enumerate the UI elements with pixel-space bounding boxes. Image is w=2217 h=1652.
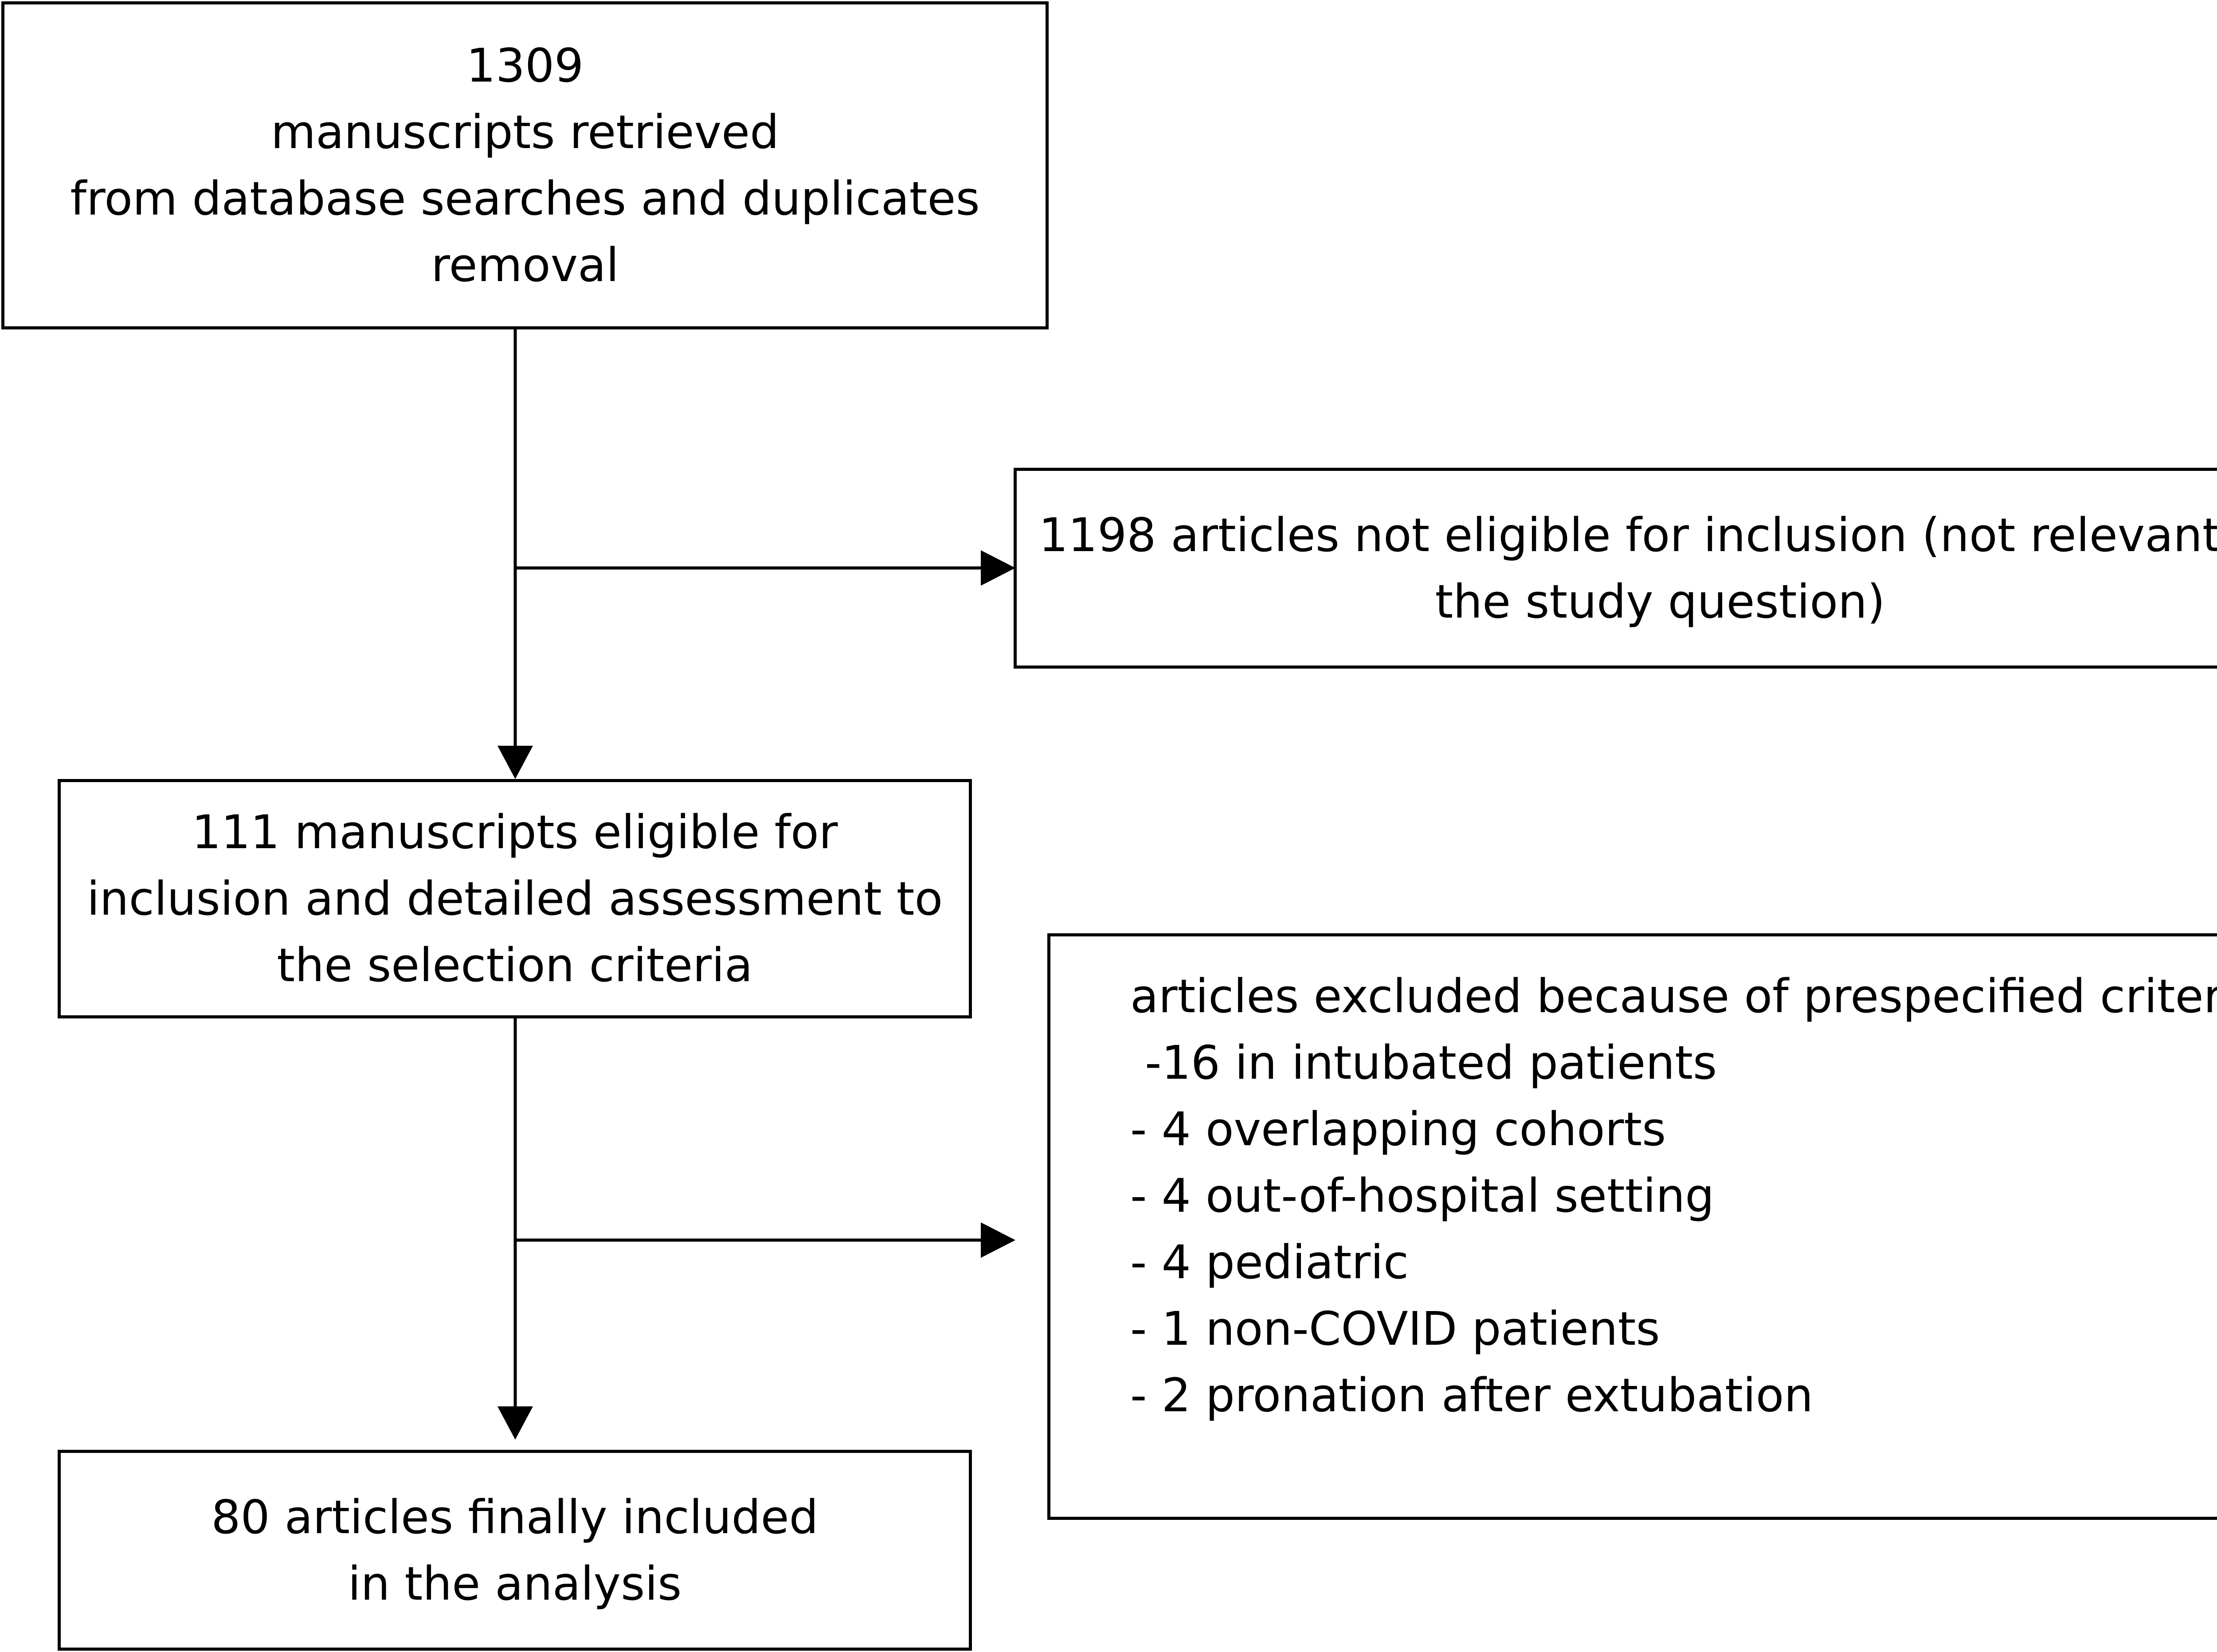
eligible-line-1: 111 manuscripts eligible for <box>192 805 838 859</box>
eligible-line-3: the selection criteria <box>277 938 753 992</box>
eligible-line-2: inclusion and detailed assessment to <box>86 872 943 926</box>
excluded-item-non-covid: - 1 non-COVID patients <box>1130 1302 1660 1356</box>
eligible-manuscripts-box: 111 manuscripts eligible for inclusion a… <box>58 779 972 1018</box>
excluded-item-pronation: - 2 pronation after extubation <box>1130 1368 1814 1422</box>
arrowhead-down-to-included <box>497 1406 533 1440</box>
retrieved-label-line-1: manuscripts retrieved <box>270 105 779 159</box>
not-eligible-line-2: the study question) <box>1435 574 1885 629</box>
retrieved-manuscripts-box: 1309 manuscripts retrieved from database… <box>1 1 1049 329</box>
arrowhead-down-to-eligible <box>497 746 533 779</box>
excluded-item-out-of-hospital: - 4 out-of-hospital setting <box>1130 1169 1715 1223</box>
not-eligible-line-1: 1198 articles not eligible for inclusion… <box>1038 508 2217 562</box>
excluded-articles-box: articles excluded because of prespecifie… <box>1047 933 2217 1520</box>
retrieved-label-line-3: removal <box>431 238 619 292</box>
arrowhead-right-to-not-eligible <box>981 550 1015 586</box>
retrieved-count: 1309 <box>466 39 584 93</box>
included-line-1: 80 articles finally included <box>211 1490 819 1544</box>
excluded-item-pediatric: - 4 pediatric <box>1130 1235 1409 1289</box>
not-eligible-articles-box: 1198 articles not eligible for inclusion… <box>1014 468 2217 669</box>
arrowhead-right-to-excluded <box>981 1222 1015 1258</box>
excluded-item-overlapping: - 4 overlapping cohorts <box>1130 1102 1666 1156</box>
excluded-item-intubated: -16 in intubated patients <box>1130 1036 1717 1090</box>
retrieved-label-line-2: from database searches and duplicates <box>70 172 980 226</box>
excluded-heading: articles excluded because of prespecifie… <box>1130 969 2217 1023</box>
included-articles-box: 80 articles finally included in the anal… <box>58 1450 972 1651</box>
included-line-2: in the analysis <box>348 1556 682 1611</box>
